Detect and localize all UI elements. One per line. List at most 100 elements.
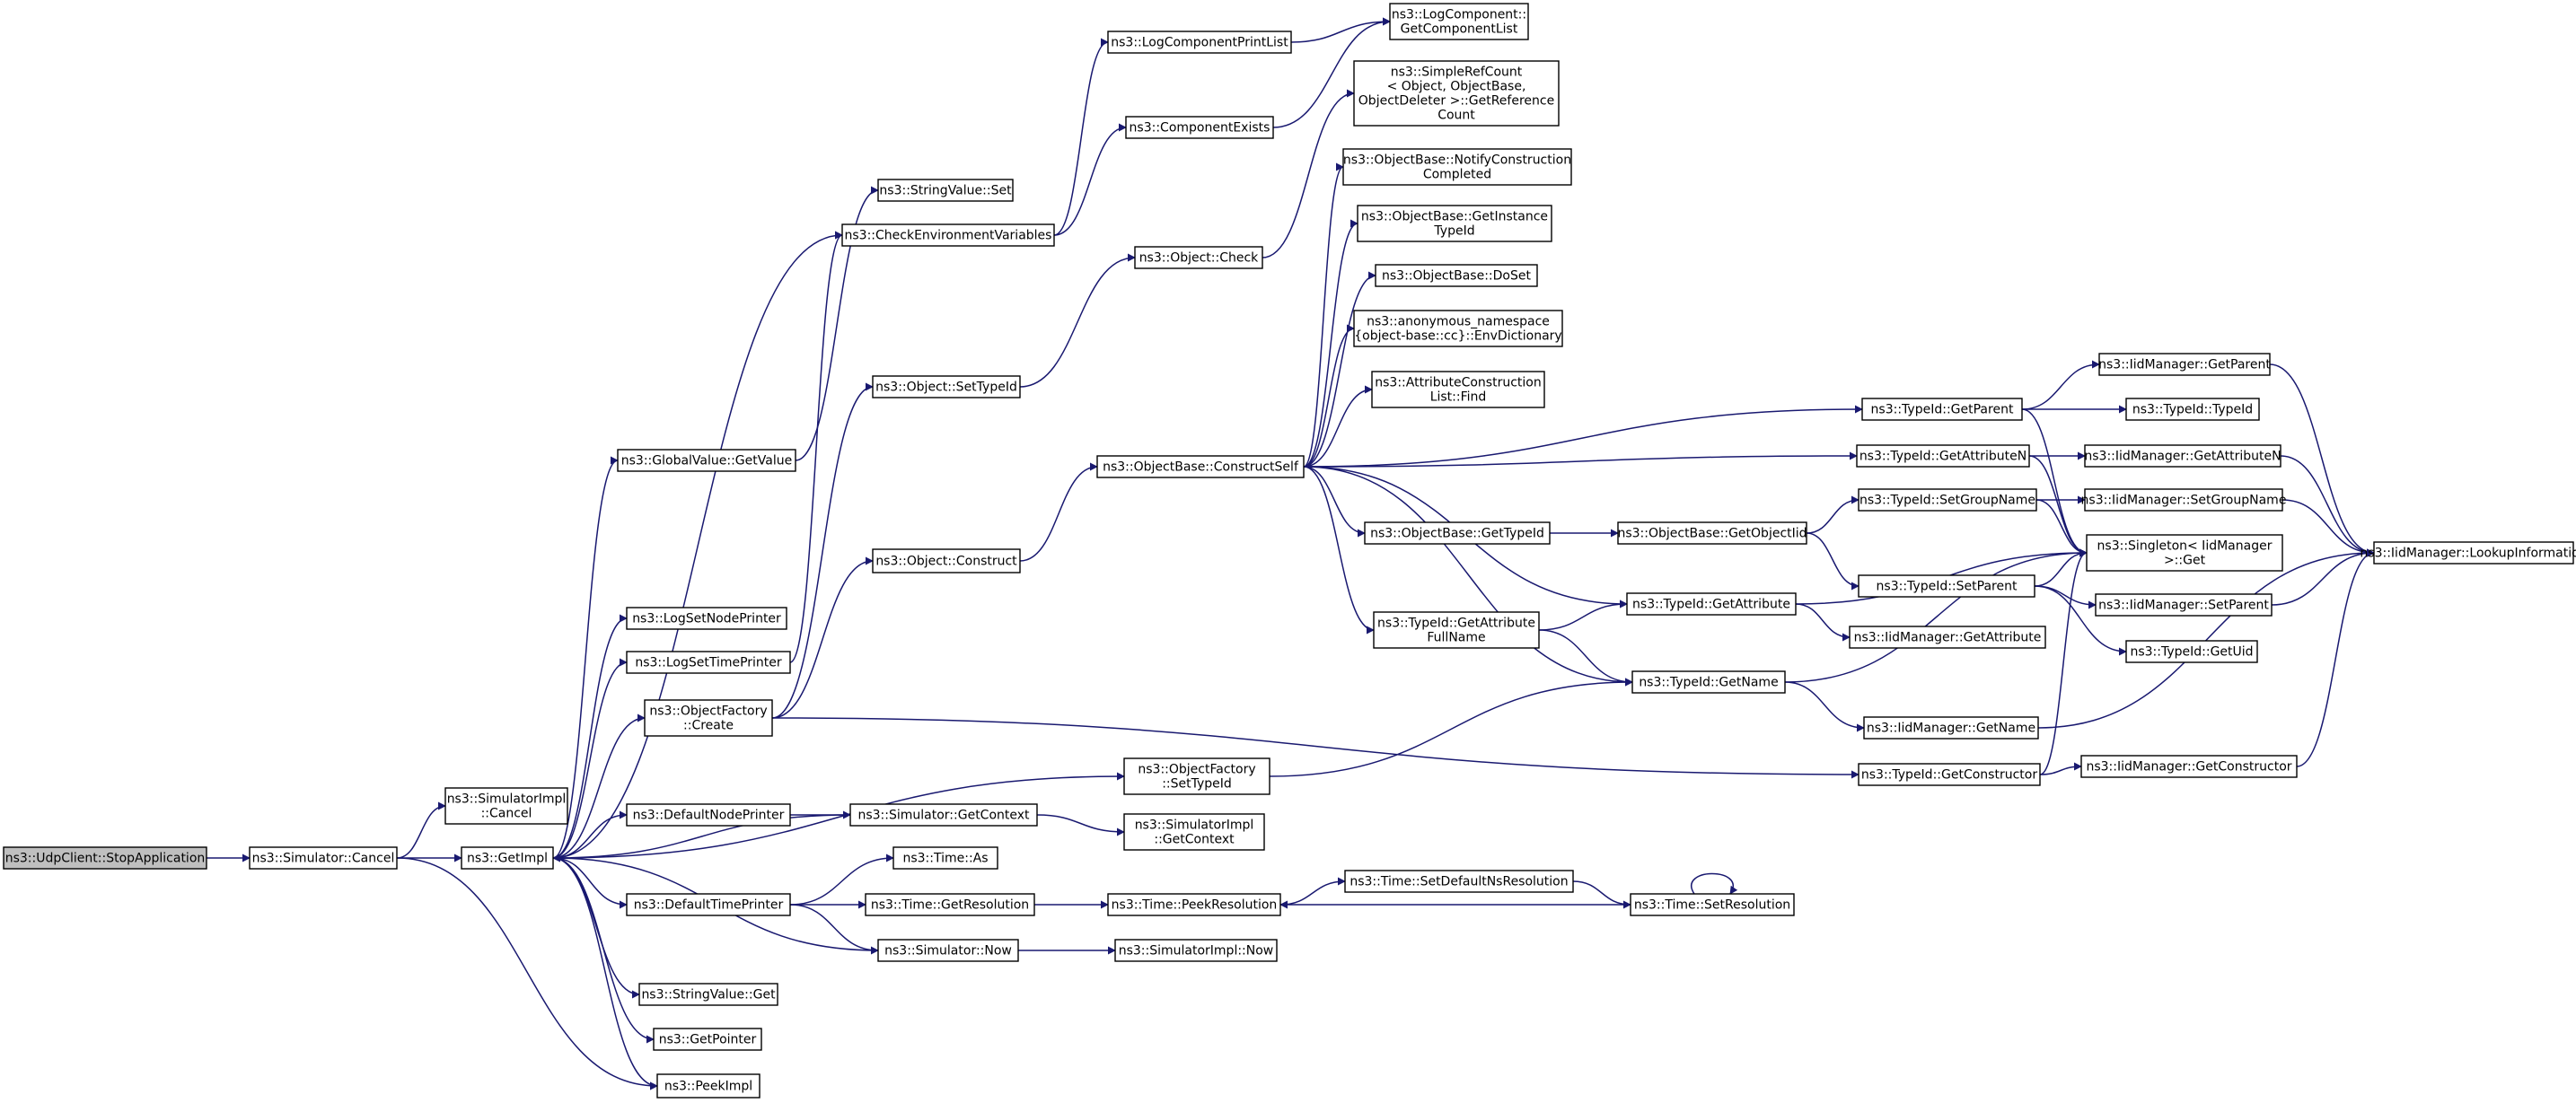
node-box <box>1342 148 1572 186</box>
graph-node[interactable]: ns3::Object::SetTypeId <box>872 375 1021 398</box>
graph-node[interactable]: ns3::StringValue::Get <box>638 983 778 1006</box>
graph-node[interactable]: ns3::DefaultTimePrinter <box>626 893 791 916</box>
graph-node[interactable]: ns3::SimulatorImpl::GetContext <box>1123 813 1265 851</box>
node-label: Completed <box>1423 168 1491 182</box>
graph-node[interactable]: ns3::SimulatorImpl::Cancel <box>444 787 568 825</box>
graph-node[interactable]: ns3::LogComponentPrintList <box>1107 31 1292 54</box>
graph-node[interactable]: ns3::Time::As <box>892 846 998 870</box>
node-box <box>2095 593 2273 617</box>
node-label: ns3::ObjectFactory <box>1138 763 1255 777</box>
node-label: ns3::IidManager::GetAttributeN <box>2084 450 2281 464</box>
graph-node[interactable]: ns3::ObjectFactory::Create <box>644 699 773 737</box>
graph-node[interactable]: ns3::IidManager::GetParent <box>2098 353 2271 376</box>
graph-edge <box>1538 629 1633 687</box>
graph-node[interactable]: ns3::Object::Check <box>1134 246 1263 269</box>
node-label: ns3::ObjectFactory <box>649 705 767 719</box>
graph-node[interactable]: ns3::TypeId::GetUid <box>2125 640 2258 663</box>
graph-node[interactable]: ns3::ObjectBase::NotifyConstructionCompl… <box>1342 148 1572 186</box>
graph-node[interactable]: ns3::ComponentExists <box>1125 116 1274 139</box>
node-label: ns3::TypeId::GetConstructor <box>1861 768 2037 783</box>
graph-node[interactable]: ns3::PeekImpl <box>656 1073 760 1099</box>
graph-edge <box>2035 499 2088 557</box>
node-box <box>1373 611 1540 649</box>
graph-node[interactable]: ns3::ObjectBase::GetTypeId <box>1364 521 1551 545</box>
graph-node[interactable]: ns3::TypeId::GetConstructor <box>1858 763 2041 786</box>
node-box <box>626 893 791 916</box>
node-box <box>892 846 998 870</box>
graph-edge <box>2039 762 2082 775</box>
graph-node[interactable]: ns3::ObjectBase::GetObjectIid <box>1617 521 1807 545</box>
graph-node[interactable]: ns3::TypeId::SetGroupName <box>1858 488 2037 512</box>
node-label: ns3::Time::As <box>902 852 988 866</box>
graph-node[interactable]: ns3::UdpClient::StopApplication <box>3 846 207 870</box>
graph-node[interactable]: ns3::Object::Construct <box>872 548 1021 573</box>
graph-node[interactable]: ns3::TypeId::GetParent <box>1861 398 2023 421</box>
graph-edge <box>2021 408 2088 557</box>
graph-node[interactable]: ns3::StringValue::Set <box>877 179 1014 202</box>
graph-node[interactable]: ns3::SimpleRefCount< Object, ObjectBase,… <box>1353 60 1560 127</box>
graph-node[interactable]: ns3::TypeId::GetAttributeN <box>1856 444 2030 468</box>
graph-node[interactable]: ns3::LogSetNodePrinter <box>626 607 787 630</box>
graph-node[interactable]: ns3::LogSetTimePrinter <box>626 651 791 674</box>
graph-node[interactable]: ns3::TypeId::TypeId <box>2125 398 2260 421</box>
graph-node[interactable]: ns3::Simulator::Cancel <box>249 846 398 870</box>
graph-node[interactable]: ns3::IidManager::GetAttributeN <box>2084 444 2281 468</box>
node-label: ns3::IidManager::SetParent <box>2098 599 2269 613</box>
graph-node[interactable]: ns3::GetPointer <box>653 1028 762 1051</box>
node-box <box>1626 592 1797 616</box>
graph-edge <box>2039 548 2088 775</box>
graph-edge <box>396 857 658 1090</box>
graph-node[interactable]: ns3::Time::SetResolution <box>1630 893 1795 916</box>
node-label: ns3::Time::SetResolution <box>1634 898 1790 913</box>
node-label: FullName <box>1427 631 1485 645</box>
node-box <box>1134 246 1263 269</box>
graph-node[interactable]: ns3::Time::PeekResolution <box>1107 893 1281 916</box>
graph-node[interactable]: ns3::IidManager::SetGroupName <box>2081 488 2287 512</box>
node-label: ns3::SimpleRefCount <box>1391 66 1523 80</box>
graph-node[interactable]: ns3::CheckEnvironmentVariables <box>841 223 1055 247</box>
graph-node[interactable]: ns3::ObjectBase::DoSet <box>1375 264 1538 287</box>
graph-node[interactable]: ns3::IidManager::GetName <box>1863 716 2039 740</box>
graph-node[interactable]: ns3::Simulator::Now <box>877 939 1019 962</box>
graph-node[interactable]: ns3::LogComponent::GetComponentList <box>1389 3 1529 40</box>
graph-node[interactable]: ns3::IidManager::GetAttribute <box>1849 626 2046 649</box>
node-box <box>2373 541 2574 565</box>
graph-edge <box>1053 123 1127 236</box>
graph-node[interactable]: ns3::anonymous_namespace{object-base::cc… <box>1353 310 1563 347</box>
graph-node[interactable]: ns3::IidManager::GetConstructor <box>2080 755 2298 778</box>
graph-edge <box>2021 360 2100 410</box>
graph-node[interactable]: ns3::DefaultNodePrinter <box>626 803 791 827</box>
graph-node[interactable]: ns3::ObjectBase::ConstructSelf <box>1096 455 1305 478</box>
graph-node[interactable]: ns3::Singleton< IidManager>::Get <box>2086 534 2283 572</box>
node-label: >::Get <box>2164 554 2206 568</box>
node-box <box>1364 521 1551 545</box>
graph-node[interactable]: ns3::IidManager::SetParent <box>2095 593 2273 617</box>
node-label: ns3::IidManager::GetAttribute <box>1854 631 2042 645</box>
node-label: ns3::AttributeConstruction <box>1375 376 1541 390</box>
node-box <box>1107 893 1281 916</box>
node-box <box>1631 670 1786 694</box>
node-label: ns3::StringValue::Get <box>641 988 776 1002</box>
graph-node[interactable]: ns3::IidManager::LookupInformation <box>2360 541 2576 565</box>
graph-edge <box>1303 466 1366 538</box>
graph-edge <box>789 231 843 663</box>
graph-node[interactable]: ns3::TypeId::GetAttribute <box>1626 592 1797 616</box>
graph-node[interactable]: ns3::Time::SetDefaultNsResolution <box>1344 870 1574 893</box>
graph-node[interactable]: ns3::GetImpl <box>461 846 554 870</box>
node-label: ns3::TypeId::GetParent <box>1871 403 2014 417</box>
graph-node[interactable]: ns3::ObjectFactory::SetTypeId <box>1123 757 1270 795</box>
graph-node[interactable]: ns3::TypeId::SetParent <box>1858 574 2035 598</box>
graph-node[interactable]: ns3::GlobalValue::GetValue <box>617 449 796 472</box>
node-box <box>626 607 787 630</box>
node-label: ns3::Object::SetTypeId <box>875 381 1017 395</box>
graph-node[interactable]: ns3::TypeId::GetName <box>1631 670 1786 694</box>
node-box <box>1849 626 2046 649</box>
graph-edge <box>2280 455 2375 557</box>
graph-node[interactable]: ns3::Time::GetResolution <box>865 893 1035 916</box>
graph-node[interactable]: ns3::Simulator::GetContext <box>849 803 1038 827</box>
graph-edge <box>552 456 619 859</box>
graph-node[interactable]: ns3::SimulatorImpl::Now <box>1114 939 1278 962</box>
